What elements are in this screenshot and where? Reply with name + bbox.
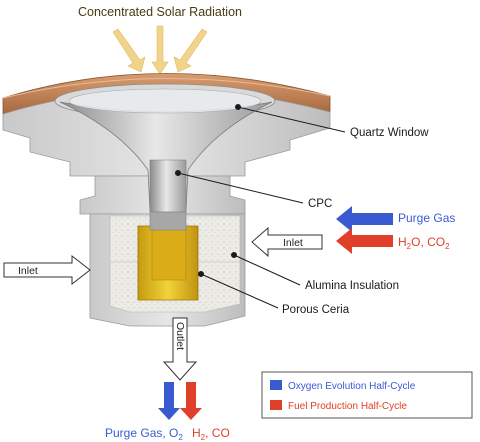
legend: Oxygen Evolution Half-Cycle Fuel Product…	[261, 371, 473, 419]
label-h2o-co2: H2O, CO2	[398, 235, 450, 251]
porous-ceria-cylinder	[137, 211, 199, 301]
legend-fuel: Fuel Production Half-Cycle	[288, 401, 407, 412]
h2o-co2-arrow	[336, 228, 393, 254]
label-cpc: CPC	[308, 198, 332, 210]
label-porous-ceria: Porous Ceria	[282, 304, 350, 316]
inlet-left-arrow: Inlet	[3, 254, 91, 286]
diagram-title: Concentrated Solar Radiation	[78, 5, 242, 19]
outlet-arrow: Outlet	[162, 317, 198, 381]
legend-oxygen: Oxygen Evolution Half-Cycle	[288, 381, 416, 392]
leader-lines	[175, 104, 346, 309]
inlet-right-arrow: Inlet	[251, 226, 323, 258]
label-inlet-right: Inlet	[283, 237, 303, 249]
output-arrows	[158, 382, 202, 420]
label-inlet-left: Inlet	[18, 265, 38, 277]
label-outlet: Outlet	[174, 322, 186, 350]
label-quartz-window: Quartz Window	[350, 127, 429, 139]
solar-radiation-arrows	[112, 25, 208, 75]
label-purge-gas: Purge Gas	[398, 211, 455, 225]
label-purge-gas-o2: Purge Gas, O2	[105, 426, 183, 442]
purge-gas-arrow	[336, 206, 393, 232]
label-h2-co: H2, CO	[192, 426, 230, 442]
legend-swatch-oxygen	[270, 380, 282, 390]
legend-swatch-fuel	[270, 400, 282, 410]
label-alumina-insulation: Alumina Insulation	[305, 280, 399, 292]
